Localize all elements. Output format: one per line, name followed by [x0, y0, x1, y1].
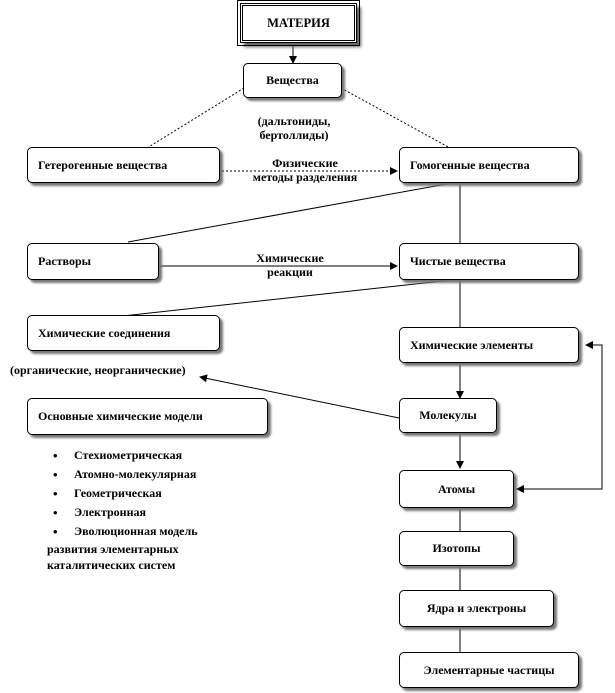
- list-item: Атомно-молекулярная: [47, 465, 198, 484]
- node-substances: Вещества: [243, 63, 342, 98]
- list-item: Стехиометрическая: [47, 446, 198, 465]
- node-heterogeneous: Гетерогенные вещества: [27, 147, 220, 183]
- node-solutions: Растворы: [27, 243, 159, 280]
- list-item: Электронная: [47, 503, 198, 522]
- node-atoms: Атомы: [399, 470, 514, 508]
- link-pure-compounds: [121, 279, 453, 317]
- node-isotopes: Изотопы: [399, 531, 514, 566]
- list-item: Геометрическая: [47, 484, 198, 503]
- node-homogeneous: Гомогенные вещества: [399, 147, 579, 183]
- label-daltonides: (дальтониды,бертоллиды): [257, 114, 331, 142]
- node-molecules: Молекулы: [399, 398, 497, 433]
- list-item: Эволюционная модель: [47, 522, 198, 541]
- node-pure-substances: Чистые вещества: [399, 243, 579, 280]
- node-models: Основные химические модели: [27, 398, 268, 435]
- arrow-atoms-elements-loop: [514, 341, 603, 490]
- link-homogeneous-solutions: [127, 182, 453, 243]
- arrow-molecules-organic: [199, 374, 407, 424]
- node-nuclei-electrons: Ядра и электроны: [399, 590, 554, 627]
- node-chemical-elements: Химические элементы: [399, 327, 579, 363]
- node-compounds: Химические соединения: [27, 315, 220, 351]
- node-matter: МАТЕРИЯ: [237, 0, 360, 46]
- label-organic: (органические, неорганические): [10, 363, 186, 377]
- link-substances-homogeneous: [340, 87, 451, 149]
- node-elementary-particles: Элементарные частицы: [399, 652, 579, 688]
- models-list: Стехиометрическая Атомно-молекулярная Ге…: [47, 446, 198, 541]
- link-substances-heterogeneous: [146, 87, 245, 149]
